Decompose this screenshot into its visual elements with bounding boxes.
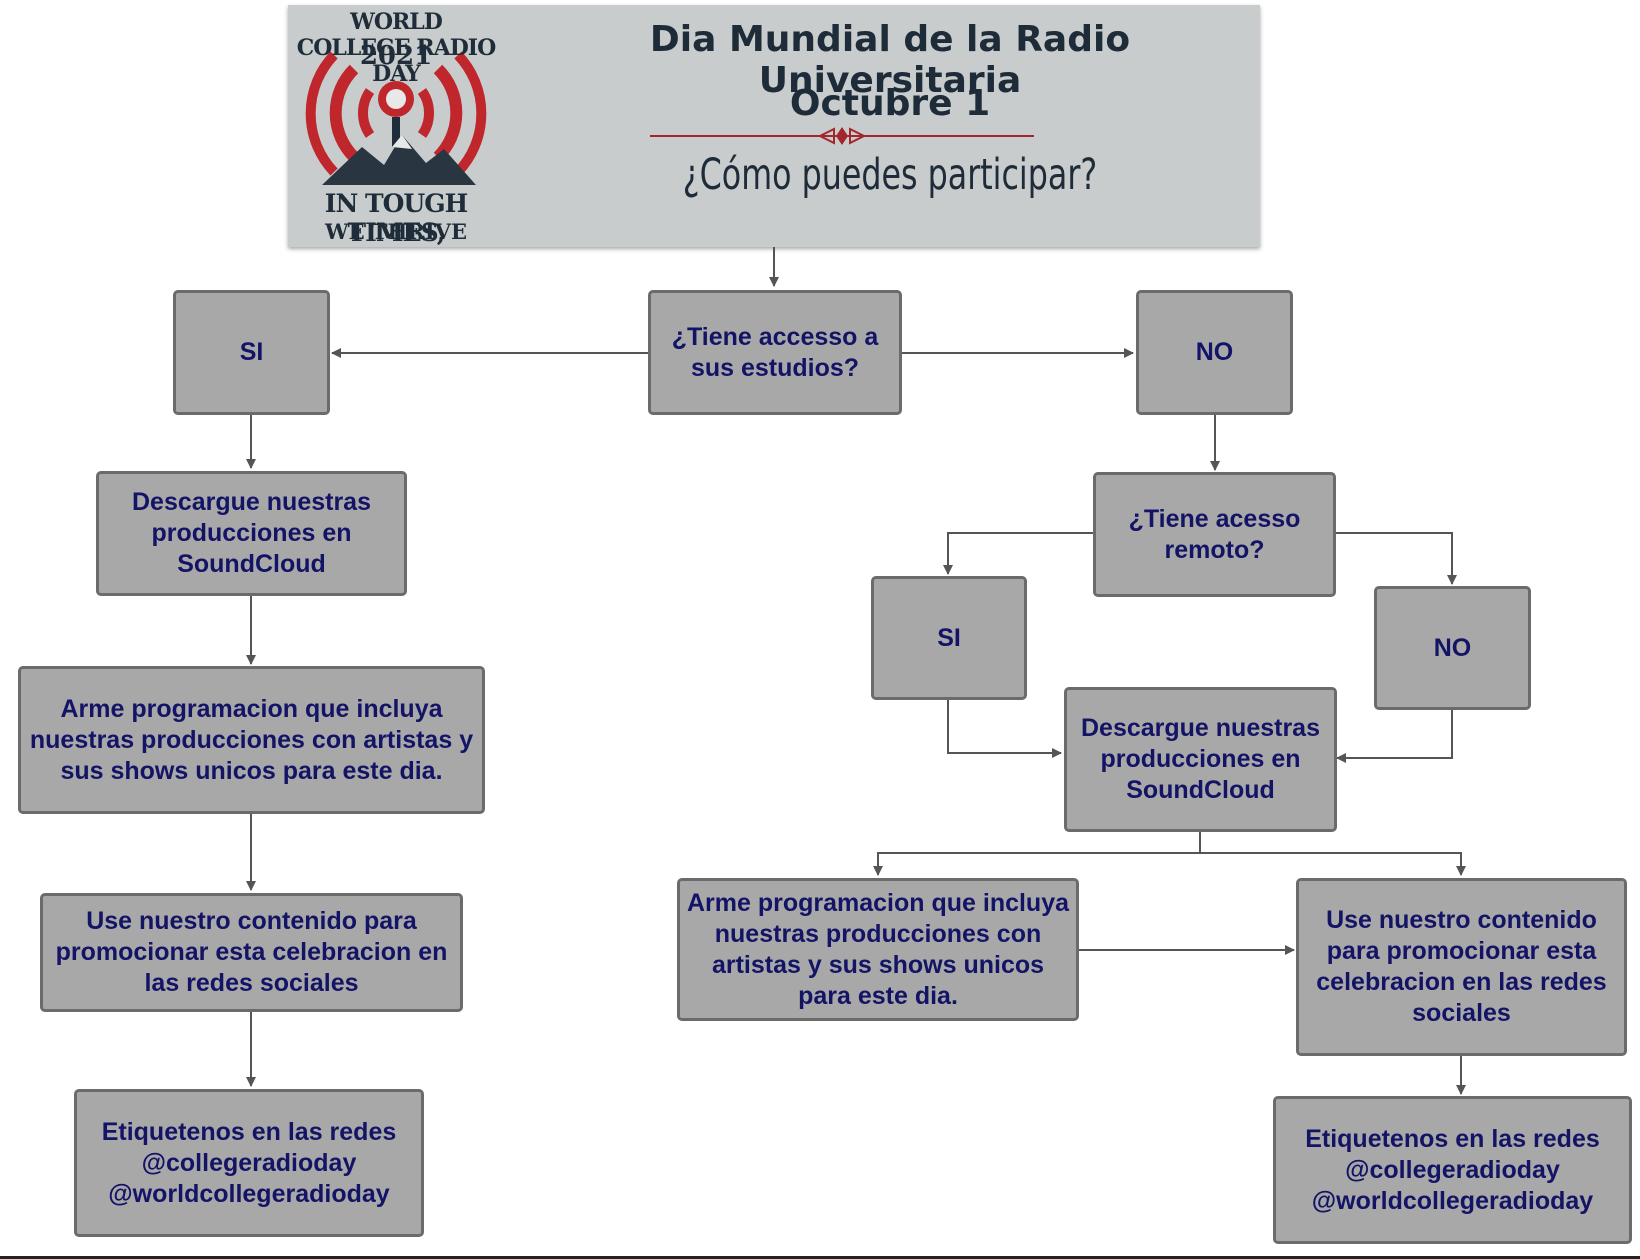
bottom-border xyxy=(0,1256,1640,1259)
answer-no: NO xyxy=(1136,290,1293,415)
edge-no-to-download-right xyxy=(1336,709,1453,763)
radio-logo-icon xyxy=(305,51,487,185)
remote-answer-no: NO xyxy=(1374,586,1531,710)
right-program-step: Arme programacion que incluya nuestras p… xyxy=(677,878,1079,1021)
right-promote-step: Use nuestro contenido para promocionar e… xyxy=(1296,878,1627,1056)
edge-download-to-promote-right xyxy=(1200,852,1466,876)
left-promote-step: Use nuestro contenido para promocionar e… xyxy=(40,893,463,1012)
logo-year: 2021 xyxy=(359,41,433,71)
logo-slogan-line1: IN TOUGH TIMES, xyxy=(324,189,468,247)
world-college-radio-day-logo: WORLD COLLEGE RADIO DAY 2021 IN TOUGH TI… xyxy=(292,7,500,247)
left-program-step: Arme programacion que incluya nuestras p… xyxy=(18,666,485,814)
remote-answer-si: SI xyxy=(871,576,1027,700)
question-remote-access: ¿Tiene acesso remoto? xyxy=(1093,472,1336,597)
banner-subtitle: ¿Cómo puedes participar? xyxy=(682,150,1098,200)
ornament-divider-icon xyxy=(650,127,1034,145)
edge-remote-to-no xyxy=(1334,532,1457,585)
right-tag-step: Etiquetenos en las redes @collegeradioda… xyxy=(1273,1096,1632,1244)
logo-slogan-line2: WE THRIVE xyxy=(325,219,467,244)
header-banner: WORLD COLLEGE RADIO DAY 2021 IN TOUGH TI… xyxy=(288,5,1260,247)
banner-title: Dia Mundial de la Radio Universitaria xyxy=(649,19,1131,101)
edge-remote-to-si xyxy=(943,532,1093,575)
left-download-step: Descargue nuestras producciones en Sound… xyxy=(96,471,407,596)
edge-download-to-program-right xyxy=(873,831,1201,876)
left-tag-step: Etiquetenos en las redes @collegeradioda… xyxy=(74,1089,424,1237)
banner-date: Octubre 1 xyxy=(789,83,991,124)
logo-top-text: WORLD COLLEGE RADIO DAY xyxy=(296,9,496,87)
question-studio-access: ¿Tiene accesso a sus estudios? xyxy=(648,290,902,415)
answer-si: SI xyxy=(173,290,330,415)
edge-si-to-download-right xyxy=(947,699,1062,758)
right-download-step: Descargue nuestras producciones en Sound… xyxy=(1064,687,1337,832)
